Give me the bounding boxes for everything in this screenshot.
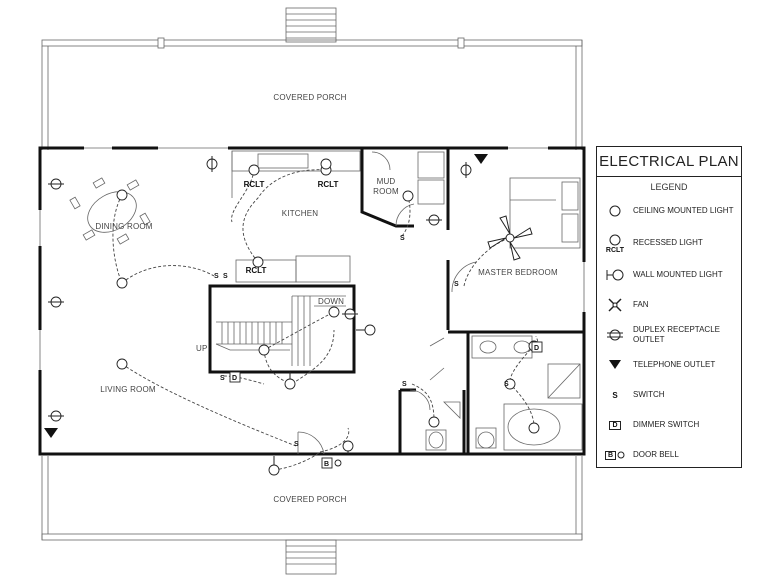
switch-icon: S — [294, 441, 299, 448]
legend-title: ELECTRICAL PLAN — [597, 147, 741, 177]
ceiling-light-icon — [428, 416, 440, 428]
recessed-lights — [248, 164, 332, 268]
ceiling-light-icon — [116, 277, 128, 289]
top-steps — [285, 7, 337, 43]
receptacle-icon — [607, 329, 623, 341]
receptacle-icon — [48, 410, 64, 422]
recessed-light-icon — [248, 164, 260, 176]
ceiling-light-icon — [116, 189, 128, 201]
receptacle-icon — [48, 178, 64, 190]
door-bell-icon — [321, 457, 333, 469]
stairs-up-label: UP — [196, 344, 208, 353]
rclt-label: RCLT — [318, 180, 339, 189]
dimmer-switch-icon — [531, 341, 543, 353]
exterior-walls — [38, 146, 586, 456]
covered-porch-bottom-label: COVERED PORCH — [273, 495, 346, 504]
receptacle-icon — [460, 162, 472, 178]
receptacle-icon — [342, 308, 358, 320]
receptacle-icon — [206, 156, 218, 172]
switch-icon: S — [612, 390, 618, 400]
mud-room-label-2: ROOM — [373, 187, 399, 196]
telephone-outlet-icon — [609, 360, 621, 369]
legend-item: CEILING MOUNTED LIGHT — [597, 196, 741, 226]
legend-item: FAN — [597, 290, 741, 320]
door-bell-icon: B — [604, 450, 617, 460]
mud-room-label-1: MUD — [377, 177, 396, 186]
mud-room-fixtures — [371, 151, 445, 205]
ceiling-light-icon — [258, 344, 270, 356]
svg-text:D: D — [232, 375, 237, 382]
bathroom-fixtures — [425, 335, 583, 451]
covered-porch-top-label: COVERED PORCH — [273, 93, 346, 102]
ceiling-light-icon — [328, 306, 340, 318]
wall-light-icon — [606, 269, 624, 281]
receptacle-icon — [48, 296, 64, 308]
receptacles — [48, 156, 472, 422]
legend-item: B DOOR BELL — [597, 440, 741, 470]
kitchen-label: KITCHEN — [282, 209, 319, 218]
recessed-light-icon — [252, 256, 264, 268]
ceiling-light-icon — [504, 378, 516, 390]
interior-walls — [208, 148, 584, 454]
legend-item: S SWITCH — [612, 390, 665, 400]
kitchen-counters — [231, 150, 361, 283]
wall-light-icon — [342, 440, 354, 452]
telephone-outlet-icon — [44, 428, 58, 438]
rclt-label: RCLT — [246, 266, 267, 275]
master-bedroom-label: MASTER BEDROOM — [478, 268, 558, 277]
wall-light-icon — [284, 378, 296, 390]
dimmer-switch-icon: D — [609, 420, 621, 430]
fan-icon — [608, 298, 622, 312]
dining-room-label: DINING ROOM — [95, 222, 152, 231]
legend-panel: ELECTRICAL PLAN LEGEND CEILING MOUNTED L… — [596, 146, 742, 468]
receptacle-icon — [320, 158, 332, 170]
switch-icon: S — [402, 381, 407, 388]
switch-icon: S — [504, 381, 509, 388]
svg-text:D: D — [534, 345, 539, 352]
legend-item: DUPLEX RECEPTACLE OUTLET — [597, 320, 741, 350]
switches: S S S S S S S S — [214, 235, 509, 448]
dimmer-switch-icon — [229, 371, 241, 383]
legend-item: D DIMMER SWITCH — [597, 410, 741, 440]
ceiling-light-icon — [528, 422, 540, 434]
ceiling-light-icon — [116, 358, 128, 370]
top-porch-railing — [41, 37, 583, 150]
wiring — [112, 169, 539, 471]
recessed-light-icon — [609, 234, 621, 245]
ceiling-light-icon — [609, 205, 621, 217]
fan-icon — [487, 215, 533, 261]
wall-light-icon — [364, 324, 376, 336]
living-room-label: LIVING ROOM — [100, 385, 156, 394]
master-bed — [509, 177, 581, 249]
svg-text:B: B — [324, 461, 329, 468]
telephone-outlet-icon — [474, 154, 488, 164]
legend-item: TELEPHONE OUTLET — [597, 350, 741, 380]
wall-light-icon — [268, 464, 280, 476]
rclt-label: RCLT — [605, 246, 625, 254]
switch-icon: S — [220, 375, 225, 382]
switch-icon: S — [454, 281, 459, 288]
switch-icon: S — [400, 235, 405, 242]
legend-subtitle: LEGEND — [650, 182, 688, 192]
bottom-steps — [285, 539, 337, 575]
door-bell: B — [321, 457, 342, 469]
legend-item: RCLT RECESSED LIGHT — [597, 226, 741, 260]
staircase — [215, 295, 346, 366]
switch-icon: S — [223, 273, 228, 280]
switch-icon: S — [214, 273, 219, 280]
telephone-outlets — [44, 154, 488, 438]
doors — [297, 203, 477, 455]
receptacle-icon — [426, 214, 442, 226]
ceiling-light-icon — [402, 190, 414, 202]
stairs-down-label: DOWN — [318, 297, 344, 306]
dining-table — [69, 177, 151, 245]
dimmer-switches: D D — [229, 341, 543, 383]
legend-item: WALL MOUNTED LIGHT — [597, 260, 741, 290]
rclt-label: RCLT — [244, 180, 265, 189]
wall-lights — [268, 324, 376, 476]
